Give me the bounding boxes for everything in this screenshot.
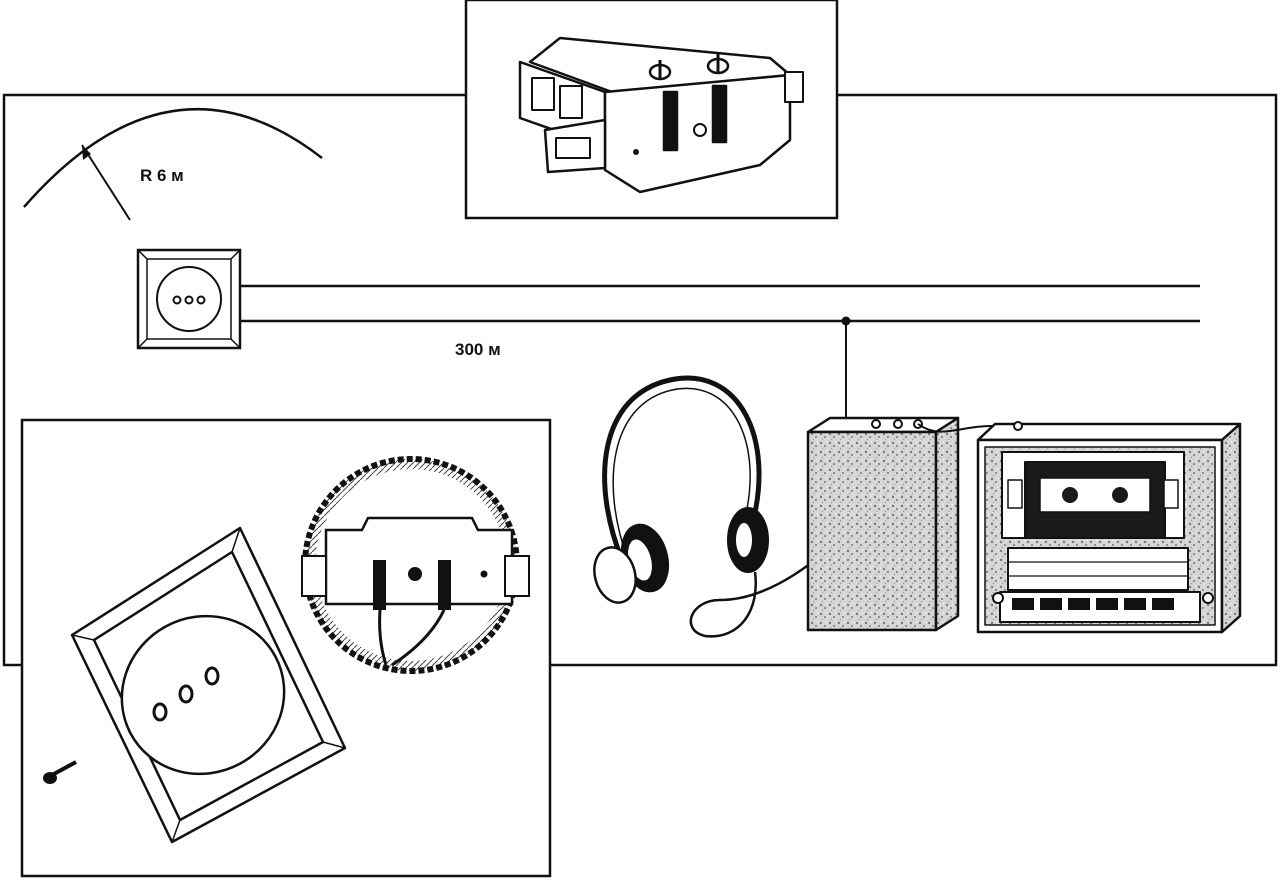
two-wire-line: [240, 284, 1200, 323]
cassette-recorder: [976, 421, 1242, 634]
receiver-box: [806, 416, 960, 632]
radius-label: R 6 м: [140, 166, 184, 185]
headphones: [593, 375, 927, 638]
recorder-cable: [917, 423, 1018, 433]
radius-arc: [23, 107, 323, 221]
screw: [43, 760, 77, 784]
bug-module: [518, 36, 804, 194]
wall-socket-small: [136, 248, 242, 350]
tap-wire: [841, 316, 851, 428]
distance-label: 300 м: [455, 340, 501, 359]
wall-socket-large: [70, 526, 347, 844]
wall-cavity: [301, 456, 530, 674]
